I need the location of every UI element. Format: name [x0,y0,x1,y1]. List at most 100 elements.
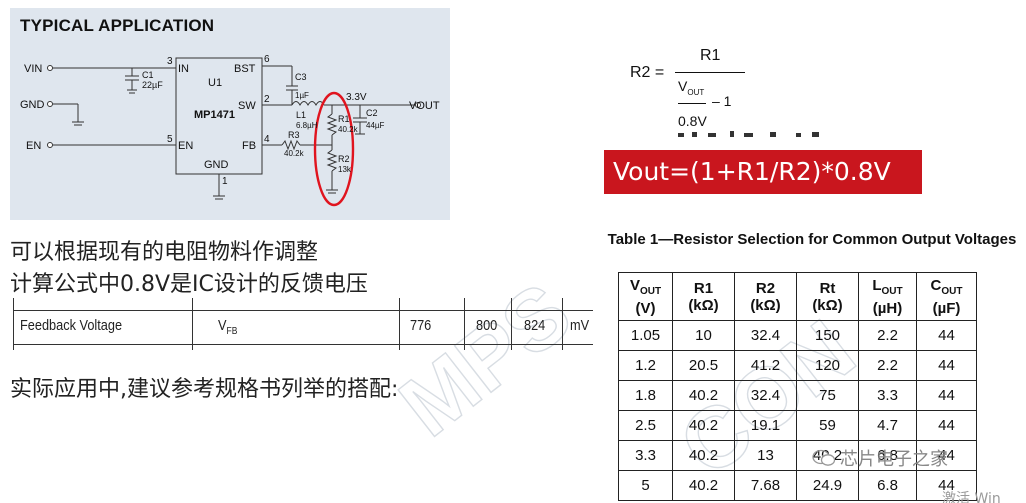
pin-6: 6 [264,54,270,65]
cell-lout: 2.2 [858,350,917,381]
en-net-label: EN [26,140,41,152]
pin-gnd: GND [204,159,229,171]
cell-r1: 20.5 [672,350,735,381]
table-header-row: VOUT(V) R1(kΩ) R2(kΩ) Rt(kΩ) LOUT(µH) CO… [618,272,977,321]
cell-cout: 44 [916,470,977,501]
pin-fb: FB [242,140,256,152]
cell-r1: 10 [672,320,735,351]
cell-r2: 32.4 [734,320,797,351]
pin-3: 3 [167,56,173,67]
formula-lhs: R2 = [630,64,665,81]
spec-min: 776 [410,317,432,334]
cell-r2: 19.1 [734,410,797,441]
cell-cout: 44 [916,440,977,471]
header-r1: R1(kΩ) [672,272,735,321]
c2-label: C2 [366,108,378,118]
spec-max: 824 [524,317,546,334]
r1-value: 40.2k [338,125,359,134]
cell-lout: 3.3 [858,380,917,411]
table-title: Table 1—Resistor Selection for Common Ou… [607,231,1017,248]
formula-minus-one: – 1 [712,93,732,109]
cell-r2: 13 [734,440,797,471]
wechat-icon [812,449,836,466]
chip-name: MP1471 [194,109,235,121]
formula-fraction-bar [675,72,745,73]
resistor-selection-table: VOUT(V) R1(kΩ) R2(kΩ) Rt(kΩ) LOUT(µH) CO… [618,272,977,501]
cell-vout: 1.05 [618,320,673,351]
cell-cout: 44 [916,380,977,411]
c3-label: C3 [295,72,307,82]
feedback-voltage-spec-row: ​ Feedback Voltage VFB 776 800 824 mV [13,298,593,350]
cell-lout: 4.7 [858,410,917,441]
spec-parameter: Feedback Voltage [20,317,123,334]
formula-vout: VOUT [678,78,705,97]
cell-rt: 120 [796,350,859,381]
r1-label: R1 [338,114,350,124]
formula-numerator: R1 [700,47,721,64]
formula-inner-bar [678,103,706,104]
r3-label: R3 [288,130,300,140]
cell-vout: 1.8 [618,380,673,411]
cell-lout: 6.8 [858,470,917,501]
spec-unit: mV [570,317,590,334]
cell-r2: 7.68 [734,470,797,501]
cropped-text-fragment [678,131,819,137]
vout-label: VOUT [409,100,440,112]
pin-2: 2 [264,94,270,105]
cell-r2: 32.4 [734,380,797,411]
svg-text:MPS: MPS [383,265,589,455]
cell-r1: 40.2 [672,380,735,411]
pin-in: IN [178,63,189,75]
cell-cout: 44 [916,350,977,381]
vin-label: VIN [24,63,42,75]
l1-value: 6.8µH [296,121,318,130]
pin-1: 1 [222,176,228,187]
cell-cout: 44 [916,410,977,441]
cell-vout: 5 [618,470,673,501]
cell-vout: 3.3 [618,440,673,471]
cell-cout: 44 [916,320,977,351]
cell-lout: 2.2 [858,320,917,351]
typical-application-schematic: TYPICAL APPLICATION [10,8,450,220]
pin-sw: SW [238,100,256,112]
note-adjust-resistors: 可以根据现有的电阻物料作调整 [10,240,319,265]
cell-r2: 41.2 [734,350,797,381]
wechat-attribution: 芯片电子之家 [812,445,948,471]
formula-reference-voltage: 0.8V [678,113,707,129]
spec-symbol: VFB [218,317,238,337]
r3-value: 40.2k [284,149,305,158]
header-lout: LOUT(µH) [858,272,917,321]
pin-en: EN [178,140,193,152]
note-feedback-voltage: 计算公式中0.8V是IC设计的反馈电压 [10,272,368,297]
pin-bst: BST [234,63,256,75]
cell-rt: 59 [796,410,859,441]
cell-r1: 40.2 [672,410,735,441]
header-vout: VOUT(V) [618,272,673,321]
c1-label: C1 [142,70,154,80]
cell-r1: 40.2 [672,440,735,471]
pin-5: 5 [167,134,173,145]
cell-rt: 24.9 [796,470,859,501]
cell-vout: 1.2 [618,350,673,381]
gnd-net-label: GND [20,99,45,111]
pin-4: 4 [264,134,270,145]
schematic-diagram: VIN GND EN C1 22µF 3 IN U1 MP1471 BST 6 … [20,54,440,207]
vout-equation-banner: Vout=(1+R1/R2)*0.8V [604,150,922,194]
header-r2: R2(kΩ) [734,272,797,321]
r2-value: 13k [338,165,352,174]
header-rt: Rt(kΩ) [796,272,859,321]
cell-rt: 150 [796,320,859,351]
c2-value: 44µF [366,121,385,130]
l1-label: L1 [296,110,306,120]
schematic-title: TYPICAL APPLICATION [20,16,215,35]
chip-ref: U1 [208,77,222,89]
note-recommendation: 实际应用中,建议参考规格书列举的搭配: [10,377,399,402]
r2-label: R2 [338,154,350,164]
cell-rt: 75 [796,380,859,411]
cell-r1: 40.2 [672,470,735,501]
